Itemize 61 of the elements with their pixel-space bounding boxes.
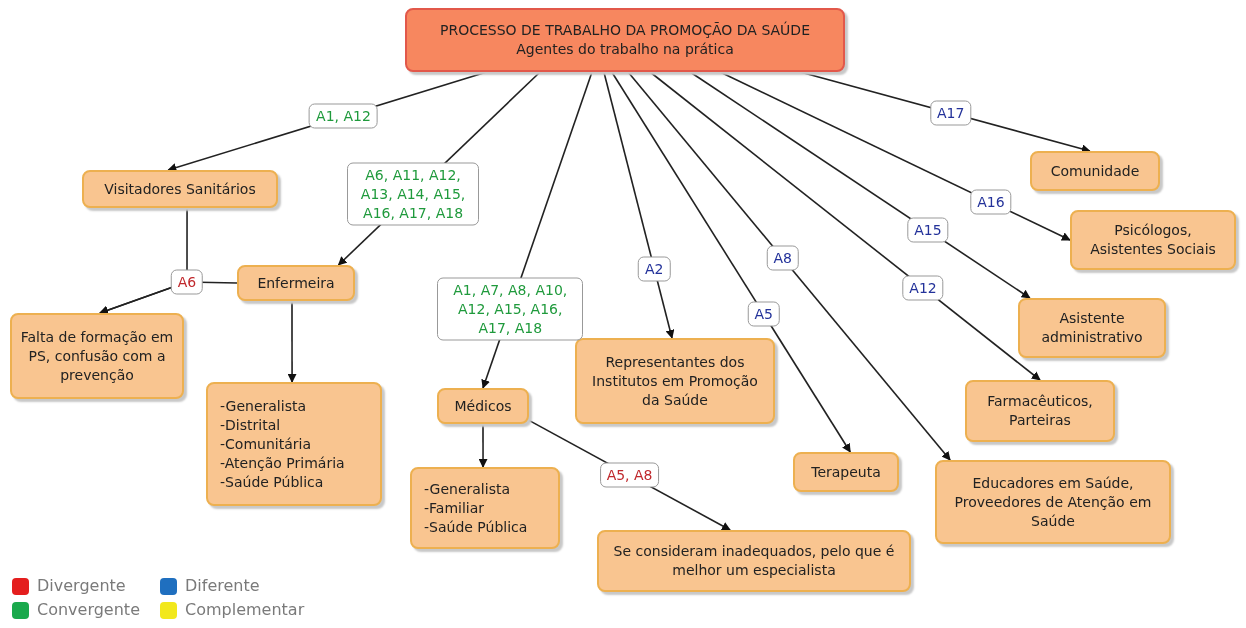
concept-box [437,388,529,424]
node-text: Visitadores Sanitários [104,179,256,199]
node-text: Falta de formação em PS, confusão com a prevenção [20,327,174,385]
edge-label: A1, A7, A8, A10, A12, A15, A16, A17, A18 [437,277,584,341]
arrow [611,71,852,453]
edge-label: A5 [747,301,780,327]
concept-box [965,380,1115,442]
concept-box [82,170,278,208]
concept-box [1018,298,1166,358]
edge-label: A2 [638,256,671,282]
concept-box [575,338,775,424]
node-text: Psicólogos, Asistentes Sociais [1089,221,1217,259]
arrow [603,71,675,339]
node-text: -Saúde Pública [424,517,528,537]
arrow [649,71,1041,381]
node-text: -Generalista [220,396,306,416]
concept-box [1030,151,1160,191]
node-text: Se consideram inadequados, pelo que é melhor um especialista [612,542,896,580]
node-text: Comunidade [1050,161,1140,181]
edge-label: A8 [766,245,799,271]
node-text: Enfermeira [257,273,335,293]
concept-box [206,382,382,506]
node-text: Educadores em Saúde, Proveedores de Atenção em Saúde [953,473,1153,531]
legend-text: Divergente [37,576,126,596]
arrow [478,423,488,468]
concept-box [597,530,911,592]
node-text: Representantes dos Institutos em Promoção da Saúde [591,352,759,410]
edge-label: A6 [170,269,204,295]
edge-label: A17 [930,100,972,126]
arrow [627,71,951,461]
node-text: -Distrital [220,415,281,435]
node-text: -Generalista [424,479,510,499]
node-text: -Comunitária [220,434,311,454]
legend-text: Diferente [185,576,260,596]
legend-text: Convergente [37,600,140,620]
node-text: PROCESSO DE TRABALHO DA PROMOÇÃO DA SAÚDE [440,21,810,40]
node-text: Médicos [454,396,512,416]
edge-label: A1, A12 [309,103,378,129]
concept-box [237,265,355,301]
node-text: Asistente administrativo [1040,309,1144,347]
concept-box [1070,210,1236,270]
edge-label: A15 [907,217,949,243]
node-text: -Atenção Primária [220,453,345,473]
node-text: Terapeuta [811,462,881,482]
concept-box [793,452,899,492]
node-text: Farmacêuticos, Parteiras [986,392,1094,430]
edge-label: A12 [902,275,944,301]
node-text: Agentes do trabalho na prática [516,40,734,59]
arrow [719,71,1071,241]
concept-box [410,467,560,549]
legend-text: Complementar [185,600,305,620]
edge-label: A5, A8 [599,462,660,488]
concept-box [935,460,1171,544]
title-box [405,8,845,72]
edge-label: A16 [970,189,1012,215]
edge-label: A6, A11, A12, A13, A14, A15, A16, A17, A18 [347,162,480,226]
node-text: -Familiar [424,498,485,518]
node-text: -Saúde Pública [220,472,324,492]
concept-box [10,313,184,399]
arrow [287,300,297,383]
arrow [689,71,1031,299]
